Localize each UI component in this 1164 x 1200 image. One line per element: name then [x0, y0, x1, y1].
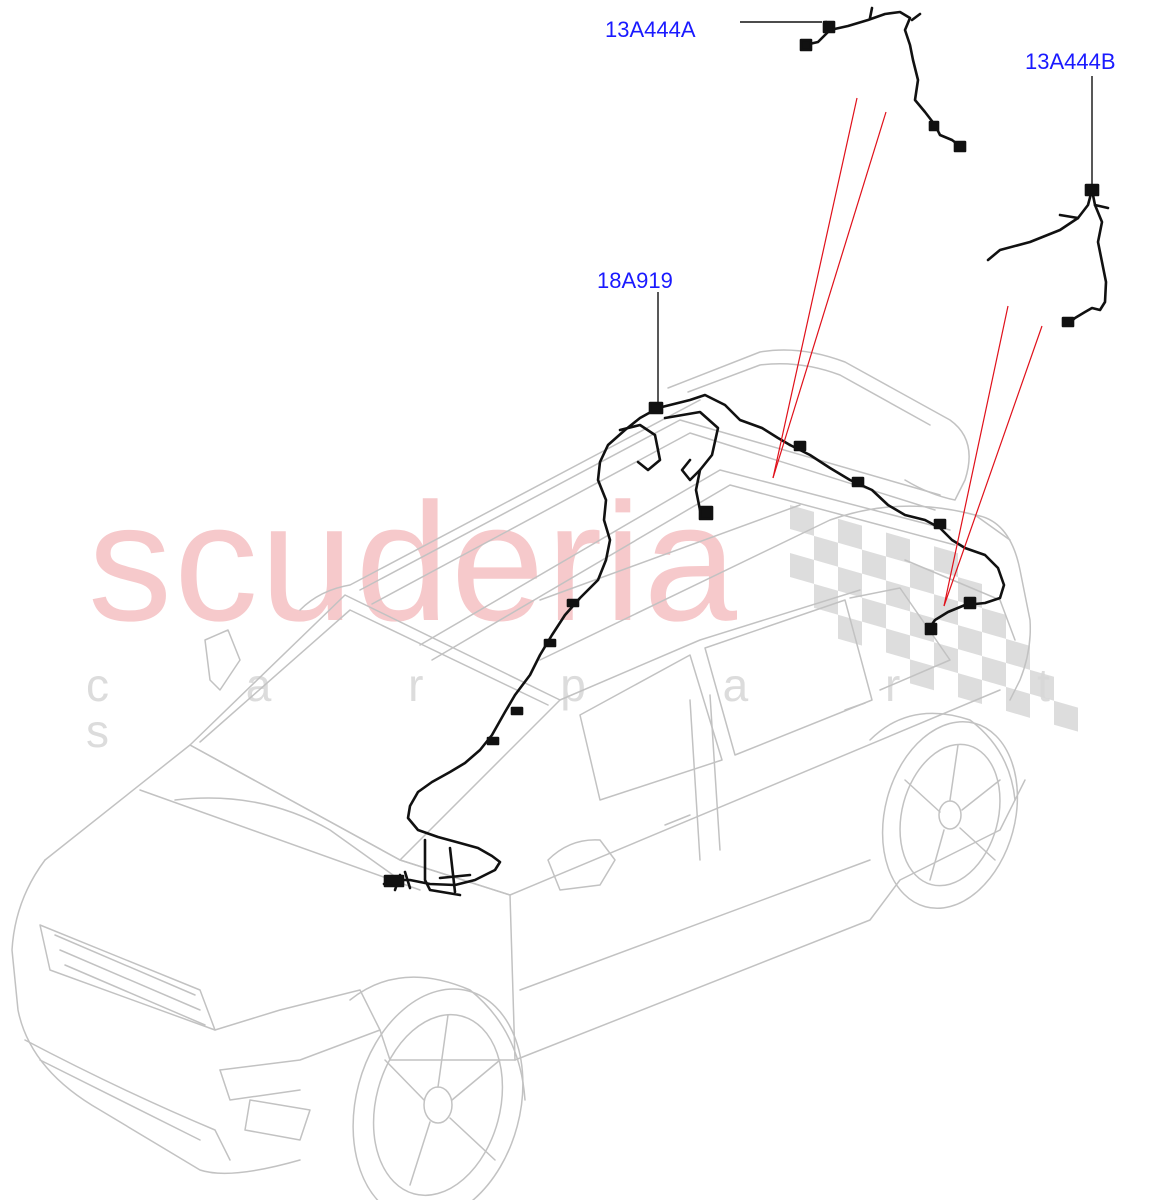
part-callout-13a444a[interactable]: 13A444A	[605, 17, 696, 42]
vehicle-outline	[11, 349, 1032, 1200]
relation-lines	[772, 97, 1043, 607]
harness-13a444b	[986, 183, 1110, 328]
harness-18a919	[382, 393, 1006, 897]
checkered-flag-watermark	[790, 505, 1078, 732]
harness-13a444a	[799, 6, 967, 153]
leader-lines	[657, 21, 1093, 404]
part-callout-18a919[interactable]: 18A919	[597, 268, 673, 293]
part-callout-13a444b[interactable]: 13A444B	[1025, 49, 1116, 74]
